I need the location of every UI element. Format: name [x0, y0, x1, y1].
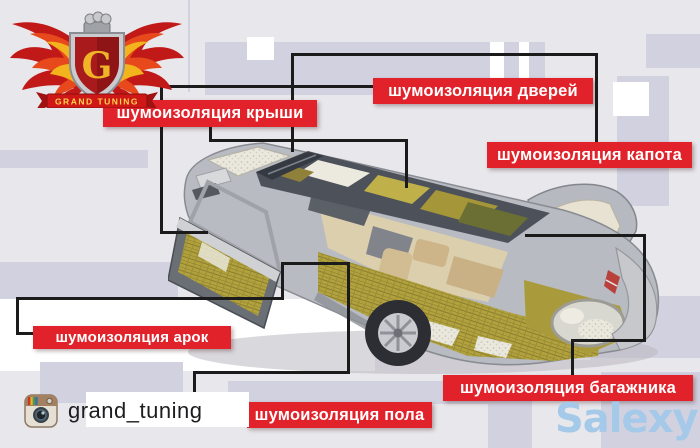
- bg-tile: [613, 82, 649, 116]
- leader-doors: [160, 231, 208, 234]
- leader-trunk: [643, 234, 646, 342]
- leader-arches: [16, 297, 284, 300]
- instagram-row: grand_tuning: [24, 394, 202, 428]
- grand-tuning-logo: G GRAND TUNING: [10, 11, 184, 108]
- label-roof-insulation: шумоизоляция крыши: [103, 100, 317, 127]
- bg-tile: [0, 262, 178, 299]
- leader-arches: [16, 332, 36, 335]
- bg-tile: [0, 150, 148, 168]
- leader-roof: [209, 126, 212, 142]
- label-arches-text: шумоизоляция арок: [55, 329, 209, 346]
- leader-roof: [405, 139, 408, 188]
- label-hood-insulation: шумоизоляция капота: [487, 142, 692, 168]
- label-trunk-text: шумоизоляция багажника: [459, 378, 677, 397]
- instagram-handle: grand_tuning: [68, 398, 203, 423]
- leader-hood: [291, 53, 598, 56]
- logo-shield: G: [69, 32, 125, 102]
- instagram-icon: [24, 394, 58, 428]
- bg-tile: [247, 37, 274, 60]
- bg-tile: [646, 34, 700, 68]
- label-floor-insulation: шумоизоляция пола: [247, 402, 432, 428]
- leader-roof: [209, 139, 408, 142]
- leader-arches: [281, 262, 284, 300]
- leader-trunk: [525, 234, 646, 237]
- leader-hood: [595, 53, 598, 144]
- label-floor-text: шумоизоляция пола: [254, 405, 425, 424]
- logo-banner-text: GRAND TUNING: [55, 97, 139, 107]
- bg-tile: [519, 42, 529, 95]
- handle-backdrop: [86, 392, 249, 427]
- label-doors-insulation: шумоизоляция дверей: [373, 78, 593, 104]
- leader-floor: [347, 262, 350, 374]
- label-arches-insulation: шумоизоляция арок: [33, 326, 231, 349]
- bg-tile: [488, 401, 532, 448]
- salexy-watermark: Salexy: [555, 396, 699, 442]
- label-hood-text: шумоизоляция капота: [496, 145, 683, 164]
- label-doors-text: шумоизоляция дверей: [388, 81, 578, 100]
- logo-banner: GRAND TUNING: [36, 92, 158, 108]
- car-cutaway-image: [168, 142, 660, 374]
- bg-tile: [188, 0, 190, 92]
- bg-tile: [228, 381, 490, 404]
- logo-monogram: G: [82, 45, 113, 87]
- leader-trunk: [571, 339, 646, 342]
- label-roof-text: шумоизоляция крыши: [116, 104, 304, 122]
- leader-doors: [160, 85, 163, 233]
- leader-arches: [281, 262, 350, 265]
- leader-doors: [160, 85, 375, 88]
- label-trunk-insulation: шумоизоляция багажника: [443, 375, 693, 401]
- leader-arches: [16, 297, 19, 335]
- leader-floor: [193, 371, 350, 374]
- leader-trunk: [571, 339, 574, 377]
